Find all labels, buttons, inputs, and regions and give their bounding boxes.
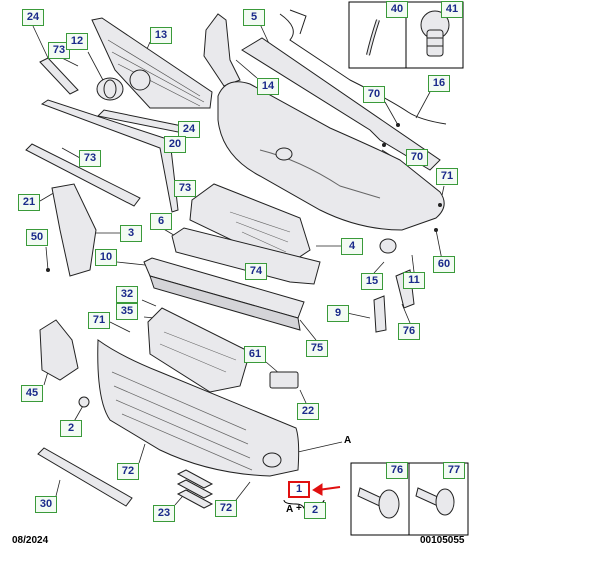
callout-77[interactable]: 77 [443, 462, 465, 479]
callout-1-highlighted[interactable]: 1 [288, 481, 310, 498]
callout-11[interactable]: 11 [403, 272, 425, 289]
callout-30[interactable]: 30 [35, 496, 57, 513]
callout-10[interactable]: 10 [95, 249, 117, 266]
annotation-a: A [344, 435, 352, 446]
callout-76-inset[interactable]: 76 [386, 462, 408, 479]
formula-plus: + [296, 503, 302, 514]
callout-3[interactable]: 3 [120, 225, 142, 242]
callout-24-upper[interactable]: 24 [22, 9, 44, 26]
callout-72-left[interactable]: 72 [117, 463, 139, 480]
callout-4[interactable]: 4 [341, 238, 363, 255]
footer-date: 08/2024 [12, 535, 49, 546]
callout-70-upper[interactable]: 70 [363, 86, 385, 103]
callout-14[interactable]: 14 [257, 78, 279, 95]
callout-75[interactable]: 75 [306, 340, 328, 357]
callout-20[interactable]: 20 [164, 136, 186, 153]
callout-13[interactable]: 13 [150, 27, 172, 44]
callout-72-right[interactable]: 72 [215, 500, 237, 517]
callout-76-diagram[interactable]: 76 [398, 323, 420, 340]
callout-22[interactable]: 22 [297, 403, 319, 420]
callout-74[interactable]: 74 [245, 263, 267, 280]
callout-21[interactable]: 21 [18, 194, 40, 211]
callout-73-lower[interactable]: 73 [174, 180, 196, 197]
callout-50[interactable]: 50 [26, 229, 48, 246]
callout-32[interactable]: 32 [116, 286, 138, 303]
callout-5[interactable]: 5 [243, 9, 265, 26]
callout-45[interactable]: 45 [21, 385, 43, 402]
callout-70-lower[interactable]: 70 [406, 149, 428, 166]
callout-40[interactable]: 40 [386, 1, 408, 18]
callout-2-formula[interactable]: 2 [304, 502, 326, 519]
formula-a: A [286, 504, 294, 515]
callout-24-lower[interactable]: 24 [178, 121, 200, 138]
callout-15[interactable]: 15 [361, 273, 383, 290]
callout-6[interactable]: 6 [150, 213, 172, 230]
callout-60[interactable]: 60 [433, 256, 455, 273]
callout-41[interactable]: 41 [441, 1, 463, 18]
callout-16[interactable]: 16 [428, 75, 450, 92]
footer-reference: 00105055 [420, 535, 465, 546]
callout-61[interactable]: 61 [244, 346, 266, 363]
callout-2-left[interactable]: 2 [60, 420, 82, 437]
callout-12[interactable]: 12 [66, 33, 88, 50]
callout-71-right[interactable]: 71 [436, 168, 458, 185]
callout-9[interactable]: 9 [327, 305, 349, 322]
callout-71-left[interactable]: 71 [88, 312, 110, 329]
callout-35[interactable]: 35 [116, 303, 138, 320]
callout-73-upper[interactable]: 73 [48, 42, 70, 59]
callout-23[interactable]: 23 [153, 505, 175, 522]
callout-73-middle[interactable]: 73 [79, 150, 101, 167]
